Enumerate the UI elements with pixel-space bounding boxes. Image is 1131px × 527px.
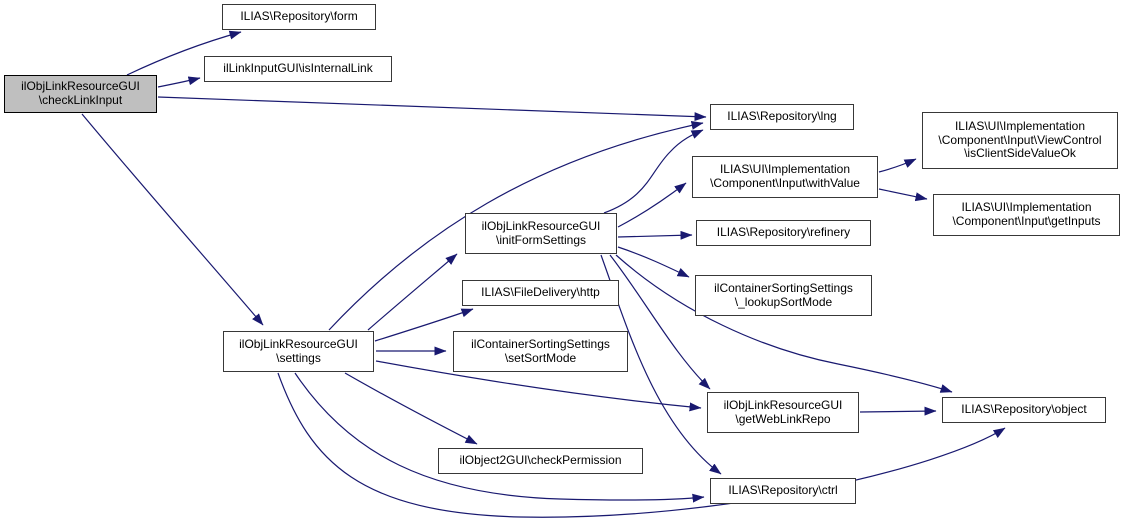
node-http[interactable]: ILIAS\FileDelivery\http — [462, 280, 619, 306]
node-isInternalLink[interactable]: ilLinkInputGUI\isInternalLink — [204, 56, 392, 82]
edge-settings-ctrl — [294, 372, 705, 503]
node-refinery[interactable]: ILIAS\Repository\refinery — [696, 220, 871, 246]
edge-getWebLinkRepo-object — [859, 406, 937, 416]
edge-initFormSettings-getWebLinkRepo — [609, 254, 711, 390]
edge-checkLinkInput-form — [126, 30, 242, 76]
node-withValue[interactable]: ILIAS\UI\Implementation \Component\Input… — [692, 156, 878, 198]
node-checkLinkInput[interactable]: ilObjLinkResourceGUI \checkLinkInput — [4, 75, 157, 113]
edge-initFormSettings-lookupSortMode — [617, 246, 690, 278]
edge-initFormSettings-withValue — [617, 182, 687, 228]
node-settings[interactable]: ilObjLinkResourceGUI \settings — [223, 331, 374, 372]
node-lng[interactable]: ILIAS\Repository\lng — [710, 104, 854, 130]
node-ctrl[interactable]: ILIAS\Repository\ctrl — [710, 478, 856, 504]
edge-checkLinkInput-settings — [81, 113, 264, 326]
edge-settings-checkPermission — [344, 372, 478, 445]
edge-initFormSettings-lng — [603, 129, 704, 214]
edge-settings-lng — [328, 120, 704, 331]
node-form[interactable]: ILIAS\Repository\form — [222, 4, 376, 30]
node-getWebLinkRepo[interactable]: ilObjLinkResourceGUI \getWebLinkRepo — [707, 392, 859, 433]
edge-initFormSettings-refinery — [617, 230, 693, 240]
node-object[interactable]: ILIAS\Repository\object — [942, 397, 1106, 423]
edge-settings-object — [277, 372, 1006, 518]
node-isClientSideValueOk[interactable]: ILIAS\UI\Implementation \Component\Input… — [922, 112, 1118, 169]
node-getInputs[interactable]: ILIAS\UI\Implementation \Component\Input… — [933, 194, 1120, 236]
node-checkPermission[interactable]: ilObject2GUI\checkPermission — [438, 448, 643, 474]
node-setSortMode[interactable]: ilContainerSortingSettings \setSortMode — [453, 331, 628, 372]
edge-settings-getWebLinkRepo — [375, 360, 702, 412]
edge-withValue-isClientSideValueOk — [878, 158, 917, 173]
node-initFormSettings[interactable]: ilObjLinkResourceGUI \initFormSettings — [465, 213, 617, 254]
node-lookupSortMode[interactable]: ilContainerSortingSettings \_lookupSortM… — [695, 275, 872, 316]
edge-settings-initFormSettings — [367, 253, 458, 331]
edge-checkLinkInput-isInternalLink — [157, 76, 201, 88]
edge-checkLinkInput-lng — [157, 96, 707, 122]
edge-settings-http — [374, 308, 474, 342]
edge-initFormSettings-object — [615, 254, 953, 393]
edge-withValue-getInputs — [878, 188, 928, 202]
